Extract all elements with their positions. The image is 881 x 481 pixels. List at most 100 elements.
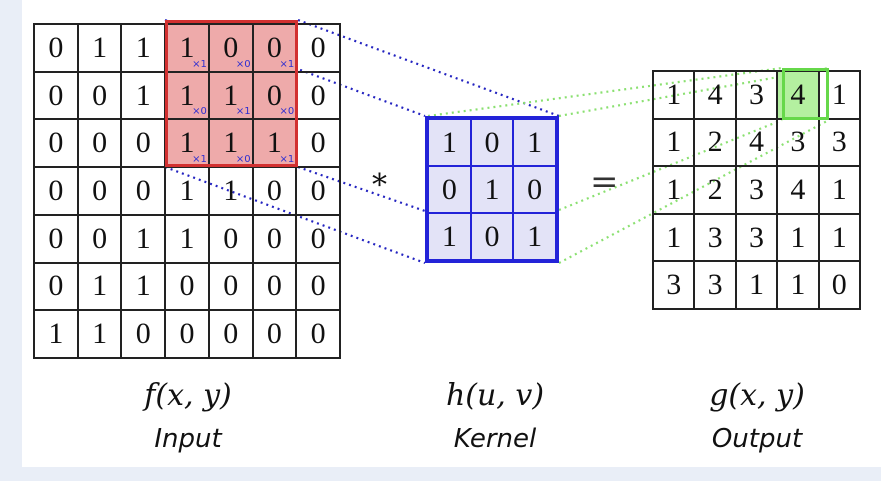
input-cell: 1	[208, 167, 253, 215]
input-cell-value: 1	[179, 78, 195, 112]
output-cell: 3	[694, 261, 736, 309]
input-cell: 0	[34, 24, 78, 72]
input-cell-value: 1	[135, 30, 151, 64]
input-cell: 1	[165, 167, 209, 215]
input-cell-value: 0	[48, 269, 64, 303]
input-cell-value: 0	[179, 317, 195, 351]
output-cell: 1	[653, 71, 695, 119]
input-cell: 0	[296, 214, 340, 263]
kernel-cell: 1	[470, 166, 514, 213]
input-cell: 0	[208, 310, 253, 358]
input-cell: 0	[296, 167, 340, 215]
input-cell-value: 0	[310, 317, 326, 351]
output-cell-value: 1	[831, 220, 847, 254]
output-cell-value: 1	[790, 220, 806, 254]
output-cell: 4	[777, 166, 819, 214]
output-cell: 3	[735, 213, 778, 262]
output-cell: 1	[653, 118, 695, 167]
output-cell-value: 1	[666, 77, 682, 111]
input-cell-value: 0	[48, 221, 64, 255]
input-cell-value: 1	[48, 317, 64, 351]
input-cell-value: 0	[310, 221, 326, 255]
input-cell: 0	[77, 119, 122, 168]
kernel-weight-label: ×1	[192, 58, 207, 70]
kernel-cell-value: 0	[441, 172, 457, 206]
output-cell: 4	[735, 118, 778, 167]
output-cell-value: 4	[707, 77, 723, 111]
input-cell-value: 0	[266, 173, 282, 207]
output-cell: 3	[653, 261, 695, 309]
kernel-cell: 1	[513, 213, 556, 260]
input-cell: 0	[252, 310, 297, 358]
kernel-cell-value: 0	[527, 172, 543, 206]
input-cell: 1×1	[208, 71, 253, 120]
output-cell: 4	[694, 71, 736, 119]
input-cell-value: 0	[266, 317, 282, 351]
kernel-caption: Kernel	[453, 424, 537, 454]
input-cell: 1	[121, 24, 166, 72]
kernel-cell: 1	[428, 119, 471, 166]
input-cell-value: 1	[223, 126, 239, 160]
output-cell: 1	[777, 213, 819, 262]
output-cell-value: 3	[666, 268, 682, 302]
input-cell-value: 1	[135, 269, 151, 303]
input-cell-value: 0	[48, 30, 64, 64]
output-cell-value: 2	[707, 125, 723, 159]
output-cell: 1	[777, 261, 819, 309]
kernel-weight-label: ×1	[192, 154, 207, 166]
output-cell-value: 3	[707, 268, 723, 302]
kernel-cell-value: 1	[484, 172, 500, 206]
output-cell-value: 3	[748, 220, 764, 254]
output-cell: 3	[735, 71, 778, 119]
input-cell-value: 0	[92, 126, 108, 160]
convolution-operator: *	[372, 168, 387, 203]
equals-operator: =	[590, 162, 619, 202]
input-cell: 0	[296, 24, 340, 72]
input-cell-value: 0	[135, 317, 151, 351]
output-cell-value: 3	[790, 125, 806, 159]
input-cell-value: 1	[223, 78, 239, 112]
kernel-cell: 1	[428, 213, 471, 260]
input-cell-value: 1	[266, 126, 282, 160]
input-cell-value: 0	[223, 269, 239, 303]
output-caption: Output	[711, 424, 803, 454]
output-cell: 3	[818, 118, 860, 167]
input-cell-value: 0	[266, 78, 282, 112]
output-cell: 0	[818, 261, 860, 309]
input-cell: 0	[296, 119, 340, 168]
input-cell: 1	[165, 214, 209, 263]
input-cell: 0	[208, 262, 253, 311]
output-cell-value: 4	[790, 172, 806, 206]
kernel-weight-label: ×0	[235, 58, 251, 70]
input-cell-value: 1	[92, 317, 108, 351]
input-cell-value: 0	[135, 173, 151, 207]
kernel-weight-label: ×0	[235, 154, 251, 166]
input-cell-value: 0	[92, 221, 108, 255]
output-cell: 1	[818, 213, 860, 262]
output-cell: 1	[818, 71, 860, 119]
input-cell-value: 1	[179, 30, 195, 64]
output-cell: 1	[735, 261, 778, 309]
input-cell-value: 0	[48, 78, 64, 112]
input-cell-value: 1	[223, 173, 239, 207]
kernel-cell: 0	[513, 166, 556, 213]
output-cell-value: 2	[707, 172, 723, 206]
input-cell: 0	[121, 119, 166, 168]
output-cell-value: 1	[748, 268, 764, 302]
kernel-function-label: h(u, v)	[445, 378, 545, 413]
input-cell: 0×1	[252, 24, 297, 72]
input-cell: 0	[34, 167, 78, 215]
input-cell: 0	[165, 262, 209, 311]
input-cell-value: 0	[266, 269, 282, 303]
input-cell: 1	[77, 310, 122, 358]
kernel-cell-value: 1	[441, 219, 457, 253]
input-cell-value: 0	[310, 30, 326, 64]
kernel-cell-value: 1	[527, 125, 543, 159]
input-cell: 0	[252, 167, 297, 215]
input-cell: 0×0	[208, 24, 253, 72]
input-cell-value: 1	[135, 78, 151, 112]
